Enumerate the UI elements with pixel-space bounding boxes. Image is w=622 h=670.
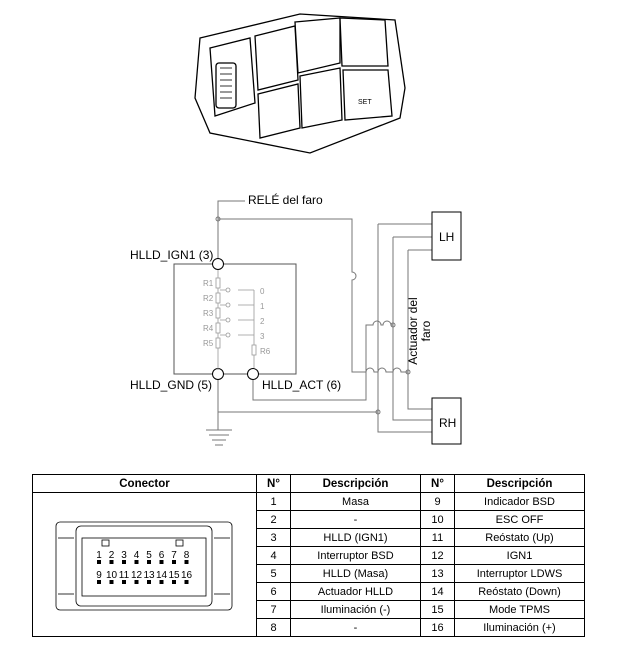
pin-number: 6	[256, 582, 291, 601]
connector-pin-label: 4	[134, 550, 140, 561]
pin-description: Actuador HLLD	[290, 582, 421, 601]
pin-description: Interruptor BSD	[290, 546, 421, 565]
connector-pin-label: 13	[143, 570, 155, 581]
switch-panel-illustration: SET	[194, 13, 406, 154]
connector-pin-label: 2	[109, 550, 115, 561]
connector-pin-label: 10	[106, 570, 118, 581]
position-1-label: 1	[260, 302, 265, 311]
connector-pin	[109, 580, 114, 584]
pin-description: Reóstato (Up)	[454, 528, 585, 547]
connector-pin-label: 9	[96, 570, 102, 581]
position-0-label: 0	[260, 287, 265, 296]
position-2-label: 2	[260, 317, 265, 326]
pin-description: Interruptor LDWS	[454, 564, 585, 583]
resistor-r4-label: R4	[203, 324, 214, 333]
connector-pin-label: 6	[159, 550, 165, 561]
connector-pin-label: 7	[171, 550, 177, 561]
connector-pin-label: 14	[156, 570, 168, 581]
set-label: SET	[358, 99, 372, 106]
pin-description: ESC OFF	[454, 510, 585, 529]
pin-description: -	[290, 510, 421, 529]
ign-label: HLLD_IGN1 (3)	[130, 248, 214, 262]
resistor-r2-label: R2	[203, 294, 214, 303]
pin-description: Iluminación (+)	[454, 618, 585, 637]
pin-number: 4	[256, 546, 291, 565]
connector-pin	[172, 580, 176, 584]
connector-pin	[134, 580, 139, 584]
circuit-diagram: R1 R2 R3 R4 R5 R6 0 1 2 3	[173, 200, 462, 446]
pin-number: 14	[420, 582, 455, 601]
position-3-label: 3	[260, 332, 265, 341]
connector-pin-label: 5	[146, 550, 152, 561]
lh-label: LH	[439, 230, 455, 244]
connector-pin	[159, 560, 164, 564]
pin-description: Masa	[290, 492, 421, 511]
connector-pin-label: 11	[119, 570, 130, 581]
connector-pin	[122, 580, 126, 584]
connector-pin	[172, 560, 176, 564]
pin-number: 3	[256, 528, 291, 547]
connector-pin	[147, 560, 151, 564]
pin-number: 12	[420, 546, 455, 565]
connector-pin	[122, 560, 126, 564]
header-description: Descripción	[290, 474, 421, 493]
pin-description: -	[290, 618, 421, 637]
pin-description: Reóstato (Down)	[454, 582, 585, 601]
act-label: HLLD_ACT (6)	[262, 378, 342, 392]
pin-number: 8	[256, 618, 291, 637]
rh-label: RH	[439, 416, 457, 430]
pin-description: IGN1	[454, 546, 585, 565]
connector-pin	[109, 560, 114, 564]
pin-description: Iluminación (-)	[290, 600, 421, 619]
resistor-r5-label: R5	[203, 339, 214, 348]
resistor-r6-label: R6	[260, 347, 271, 356]
connector-pin	[97, 560, 101, 564]
connector-pin-label: 1	[96, 550, 102, 561]
pin-number: 7	[256, 600, 291, 619]
pin-number: 13	[420, 564, 455, 583]
pin-number: 10	[420, 510, 455, 529]
connector-pin	[134, 560, 139, 564]
pin-number: 15	[420, 600, 455, 619]
header-connector: Conector	[32, 474, 257, 493]
connector-pin-label: 12	[131, 570, 143, 581]
pin-number: 16	[420, 618, 455, 637]
resistor-r3-label: R3	[203, 309, 214, 318]
resistor-r1-label: R1	[203, 279, 214, 288]
pin-description: Indicador BSD	[454, 492, 585, 511]
pin-number: 11	[420, 528, 455, 547]
connector-pin-label: 16	[181, 570, 193, 581]
header-description-2: Descripción	[454, 474, 585, 493]
pin-number: 2	[256, 510, 291, 529]
connector-pin	[147, 580, 151, 584]
connector-pin-label: 15	[168, 570, 180, 581]
connector-pin	[184, 560, 189, 564]
header-no: N°	[256, 474, 291, 493]
connector-pin-label: 3	[121, 550, 127, 561]
connector-pin	[159, 580, 164, 584]
pin-number: 9	[420, 492, 455, 511]
pin-number: 1	[256, 492, 291, 511]
connector-pin	[97, 580, 101, 584]
connector-pin	[184, 580, 189, 584]
pin-number: 5	[256, 564, 291, 583]
actuator-label: Actuador del faro	[406, 297, 433, 365]
relay-label: RELÉ del faro	[248, 193, 323, 207]
header-no-2: N°	[420, 474, 455, 493]
gnd-label: HLLD_GND (5)	[130, 378, 213, 392]
pin-description: HLLD (IGN1)	[290, 528, 421, 547]
connector-pin-label: 8	[184, 550, 190, 561]
pin-description: HLLD (Masa)	[290, 564, 421, 583]
pin-description: Mode TPMS	[454, 600, 585, 619]
